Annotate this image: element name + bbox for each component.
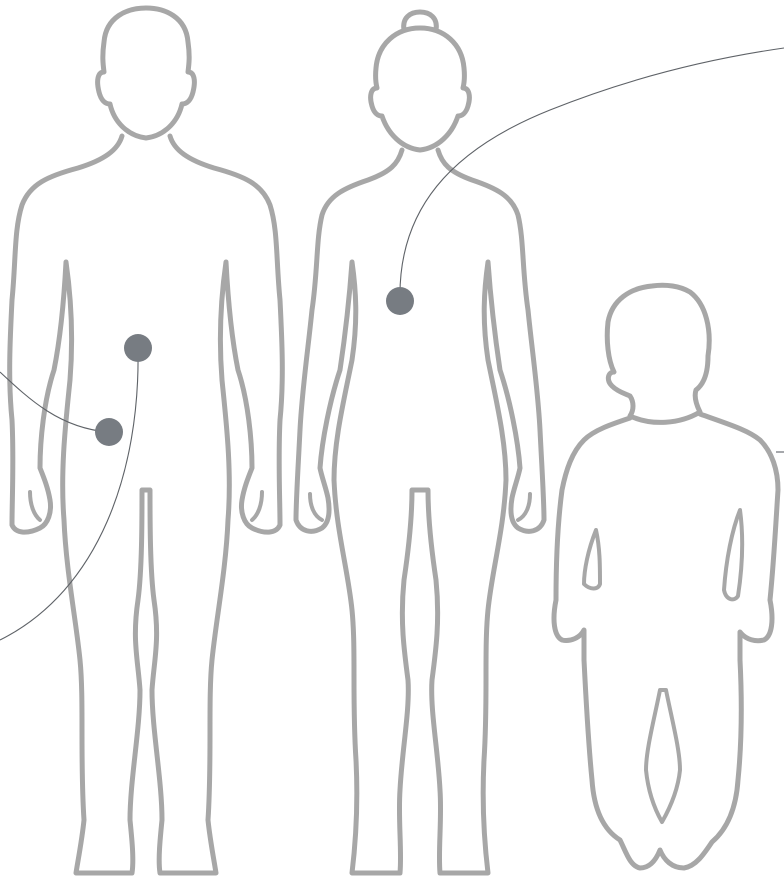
man-right-hand (252, 492, 262, 520)
woman-right-hand (518, 494, 530, 520)
man-left-hand (30, 492, 40, 520)
child-leg-gap (646, 690, 680, 822)
woman-left-hand (310, 494, 322, 520)
marker-man-hip[interactable] (95, 418, 123, 446)
man-figure (10, 8, 283, 873)
man-outline (98, 8, 195, 138)
marker-woman-chest[interactable] (386, 287, 414, 315)
child-head-outline (607, 285, 709, 422)
child-body-outline (554, 414, 778, 868)
child-right-arm-gap (724, 510, 742, 599)
child-figure (554, 285, 778, 868)
markers (95, 287, 414, 446)
marker-man-abdomen[interactable] (124, 334, 152, 362)
man-body-outline (10, 136, 283, 873)
woman-body-outline (296, 150, 544, 873)
woman-figure (296, 12, 544, 873)
leader-line-man-hip (0, 372, 108, 432)
child-left-arm-gap (584, 530, 600, 589)
woman-head-outline (371, 28, 470, 150)
